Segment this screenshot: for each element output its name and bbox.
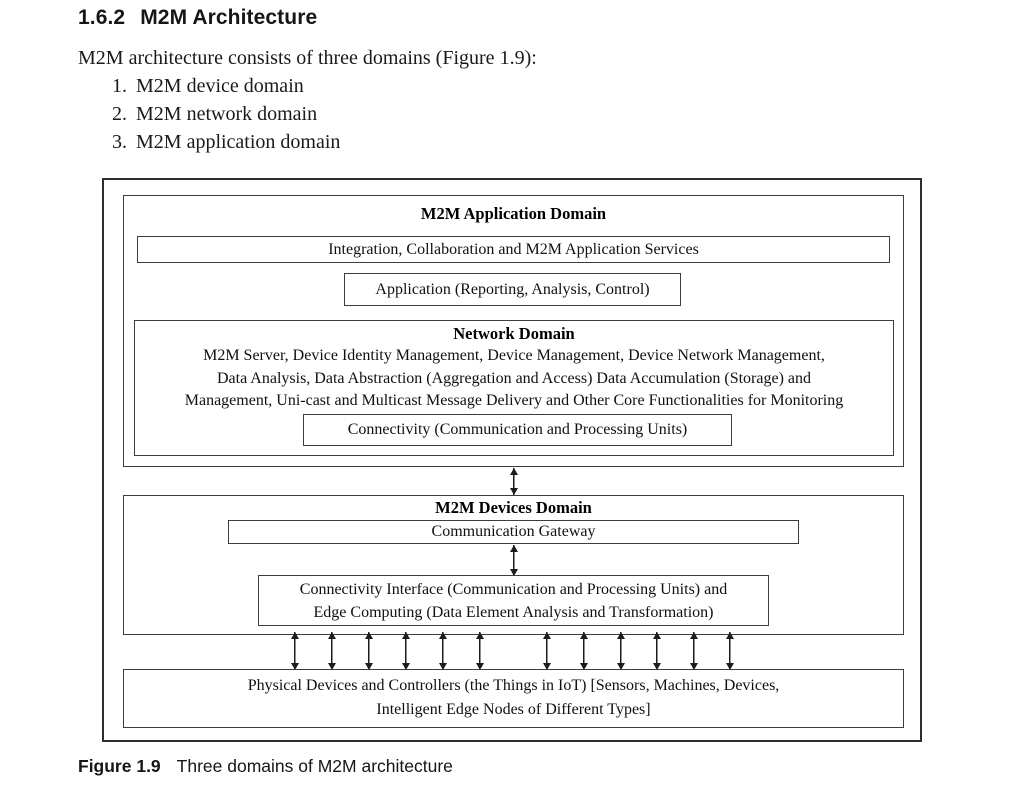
- double-arrow-icon: [364, 632, 374, 670]
- network-description-line: M2M Server, Device Identity Management, …: [203, 347, 825, 364]
- double-arrow-icon: [725, 632, 735, 670]
- double-arrow-icon: [542, 632, 552, 670]
- domain-list: M2M device domain M2M network domain M2M…: [78, 73, 958, 155]
- figure-caption-text: Three domains of M2M architecture: [176, 756, 453, 776]
- section-number: 1.6.2: [78, 6, 126, 29]
- physical-devices-line: Intelligent Edge Nodes of Different Type…: [376, 701, 651, 718]
- double-arrow-icon: [290, 632, 300, 670]
- connectivity-interface-line: Edge Computing (Data Element Analysis an…: [313, 603, 714, 621]
- network-description-line: Management, Uni-cast and Multicast Messa…: [184, 392, 844, 409]
- application-box: Application (Reporting, Analysis, Contro…: [344, 273, 681, 306]
- integration-services-box: Integration, Collaboration and M2M Appli…: [137, 236, 890, 263]
- list-item-device-domain: M2M device domain: [132, 73, 958, 99]
- double-arrow-icon: [475, 632, 485, 670]
- double-arrow-icon: [438, 632, 448, 670]
- double-arrow-icon: [689, 632, 699, 670]
- list-item-application-domain: M2M application domain: [132, 129, 958, 155]
- double-arrow-icon: [652, 632, 662, 670]
- intro-paragraph: M2M architecture consists of three domai…: [78, 47, 537, 69]
- double-arrow-icon: [509, 545, 519, 576]
- connectivity-interface-line: Connectivity Interface (Communication an…: [299, 580, 728, 598]
- physical-devices-line: Physical Devices and Controllers (the Th…: [247, 677, 780, 694]
- list-item-network-domain: M2M network domain: [132, 101, 958, 127]
- page-content: 1.6.2 M2M Architecture M2M architecture c…: [78, 0, 958, 777]
- network-description-line: Data Analysis, Data Abstraction (Aggrega…: [216, 369, 812, 387]
- double-arrow-icon: [579, 632, 589, 670]
- devices-domain-title: M2M Devices Domain: [435, 498, 592, 517]
- network-domain-title: Network Domain: [453, 324, 575, 343]
- section-title: M2M Architecture: [140, 6, 318, 29]
- network-domain-box: Network Domain M2M Server, Device Identi…: [134, 320, 894, 456]
- connectivity-interface-box: Connectivity Interface (Communication an…: [258, 575, 769, 626]
- double-arrow-icon: [509, 468, 519, 495]
- connectivity-interface-text: Connectivity Interface (Communication an…: [300, 578, 727, 624]
- double-arrow-icon: [327, 632, 337, 670]
- network-domain-description: M2M Server, Device Identity Management, …: [135, 345, 893, 413]
- physical-devices-box: Physical Devices and Controllers (the Th…: [123, 669, 904, 728]
- figure-m2m-architecture: M2M Application Domain Integration, Coll…: [102, 178, 922, 742]
- communication-gateway-box: Communication Gateway: [228, 520, 799, 544]
- application-domain-title: M2M Application Domain: [420, 204, 607, 223]
- section-heading: 1.6.2 M2M Architecture: [78, 6, 958, 30]
- double-arrow-icon: [616, 632, 626, 670]
- application-domain-box: M2M Application Domain Integration, Coll…: [123, 195, 904, 467]
- figure-caption: Figure 1.9 Three domains of M2M architect…: [78, 756, 958, 777]
- devices-domain-box: M2M Devices Domain Communication Gateway…: [123, 495, 904, 635]
- double-arrow-icon: [401, 632, 411, 670]
- connectivity-box: Connectivity (Communication and Processi…: [303, 414, 732, 446]
- figure-caption-label: Figure 1.9: [78, 756, 161, 776]
